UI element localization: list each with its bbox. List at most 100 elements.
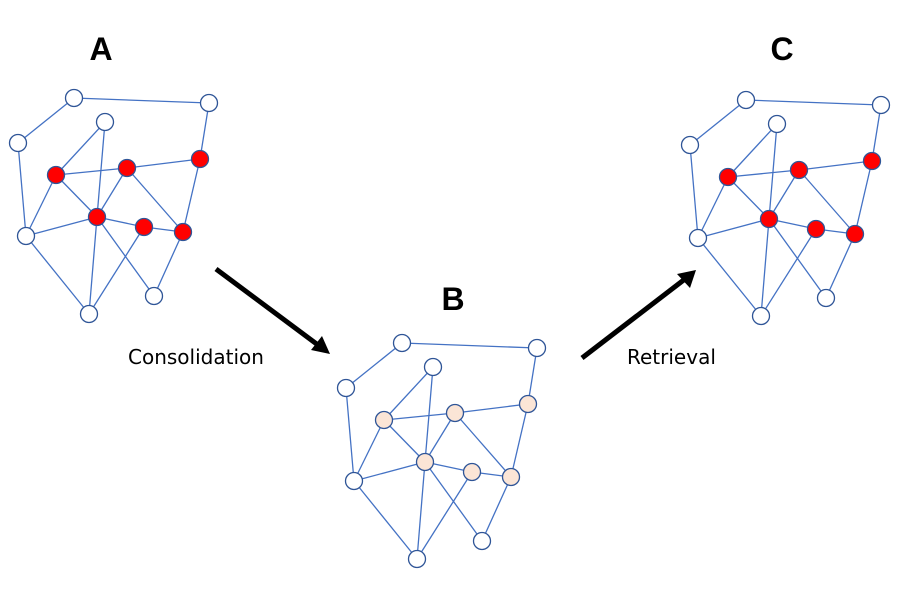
network-node-highlighted <box>806 219 826 239</box>
network-edge <box>854 160 873 235</box>
network-edge <box>88 226 145 315</box>
network-edge <box>345 387 355 482</box>
consolidation-label: Consolidation <box>128 345 264 369</box>
retrieval-arrowhead-icon <box>677 270 696 288</box>
network-node-highlighted <box>718 167 738 187</box>
network-node <box>64 88 84 108</box>
network-edge <box>768 218 827 299</box>
network-panel-a <box>8 88 219 324</box>
network-edge <box>416 461 426 560</box>
network-node-highlighted <box>462 462 482 482</box>
network-node <box>95 112 115 132</box>
network-edge <box>96 167 128 218</box>
network-edge <box>424 461 483 542</box>
network-node-highlighted <box>87 207 107 227</box>
network-edge <box>527 347 538 405</box>
network-edge <box>416 471 473 560</box>
network-node <box>472 531 492 551</box>
network-node <box>527 338 547 358</box>
network-edge <box>25 216 98 237</box>
network-node-highlighted <box>862 151 882 171</box>
network-edge <box>697 176 729 239</box>
network-node-highlighted <box>117 158 137 178</box>
network-node-highlighted <box>374 410 394 430</box>
network-edge <box>25 235 90 315</box>
network-node <box>144 286 164 306</box>
panel-label-a: A <box>89 31 112 67</box>
retrieval-arrow <box>580 270 696 360</box>
network-edge <box>199 102 210 160</box>
network-edge <box>760 228 817 317</box>
network-edge <box>798 169 856 235</box>
network-node <box>8 133 28 153</box>
network-edge <box>96 121 106 218</box>
network-node <box>79 304 99 324</box>
network-edge <box>55 167 128 176</box>
network-edge <box>798 160 873 171</box>
network-node-highlighted <box>759 209 779 229</box>
network-edge <box>745 99 882 106</box>
network-node-highlighted <box>518 394 538 414</box>
network-node-highlighted <box>415 452 435 472</box>
network-edge <box>126 167 184 233</box>
network-edge <box>401 342 538 349</box>
network-node <box>407 549 427 569</box>
network-edge <box>481 476 512 542</box>
network-edge <box>727 169 800 178</box>
network-edge <box>383 412 456 421</box>
network-edge <box>760 218 770 317</box>
network-edge <box>73 97 210 104</box>
network-edge <box>697 237 762 317</box>
network-node <box>767 114 787 134</box>
network-edge <box>727 123 778 178</box>
network-node-highlighted <box>445 403 465 423</box>
network-node-highlighted <box>46 165 66 185</box>
network-edge <box>871 104 882 162</box>
network-edge <box>55 174 98 218</box>
network-edge <box>25 174 57 237</box>
network-edge <box>689 99 747 146</box>
network-edge <box>424 366 434 463</box>
network-node <box>688 228 708 248</box>
network-edge <box>825 233 856 299</box>
retrieval-label: Retrieval <box>627 345 716 369</box>
network-edge <box>727 176 770 220</box>
consolidation-arrow <box>214 266 330 354</box>
network-edge <box>454 412 512 478</box>
network-edge <box>510 403 529 478</box>
network-panel-c <box>680 90 891 326</box>
panel-label-c: C <box>770 31 793 67</box>
network-edge <box>353 480 418 560</box>
retrieval-arrow-shaft <box>580 277 687 360</box>
network-edge <box>182 158 201 233</box>
network-node <box>336 378 356 398</box>
consolidation-arrowhead-icon <box>311 336 330 354</box>
network-node <box>344 471 364 491</box>
network-edge <box>153 231 184 297</box>
network-node <box>423 357 443 377</box>
network-node <box>736 90 756 110</box>
network-edge <box>17 97 75 144</box>
network-node <box>16 226 36 246</box>
network-node-highlighted <box>501 467 521 487</box>
network-edge <box>55 121 106 176</box>
network-node-highlighted <box>190 149 210 169</box>
network-edge <box>424 412 456 463</box>
panel-label-b: B <box>441 281 464 317</box>
network-edge <box>768 169 800 220</box>
network-node <box>871 95 891 115</box>
network-edge <box>383 366 434 421</box>
network-edge <box>17 142 27 237</box>
network-node-highlighted <box>845 224 865 244</box>
network-node <box>392 333 412 353</box>
network-edge <box>353 461 426 482</box>
network-edge <box>689 144 699 239</box>
network-edge <box>353 419 385 482</box>
network-edge <box>345 342 403 389</box>
network-node <box>199 93 219 113</box>
network-panel-b <box>336 333 547 569</box>
network-edge <box>383 419 426 463</box>
network-edge <box>697 218 770 239</box>
